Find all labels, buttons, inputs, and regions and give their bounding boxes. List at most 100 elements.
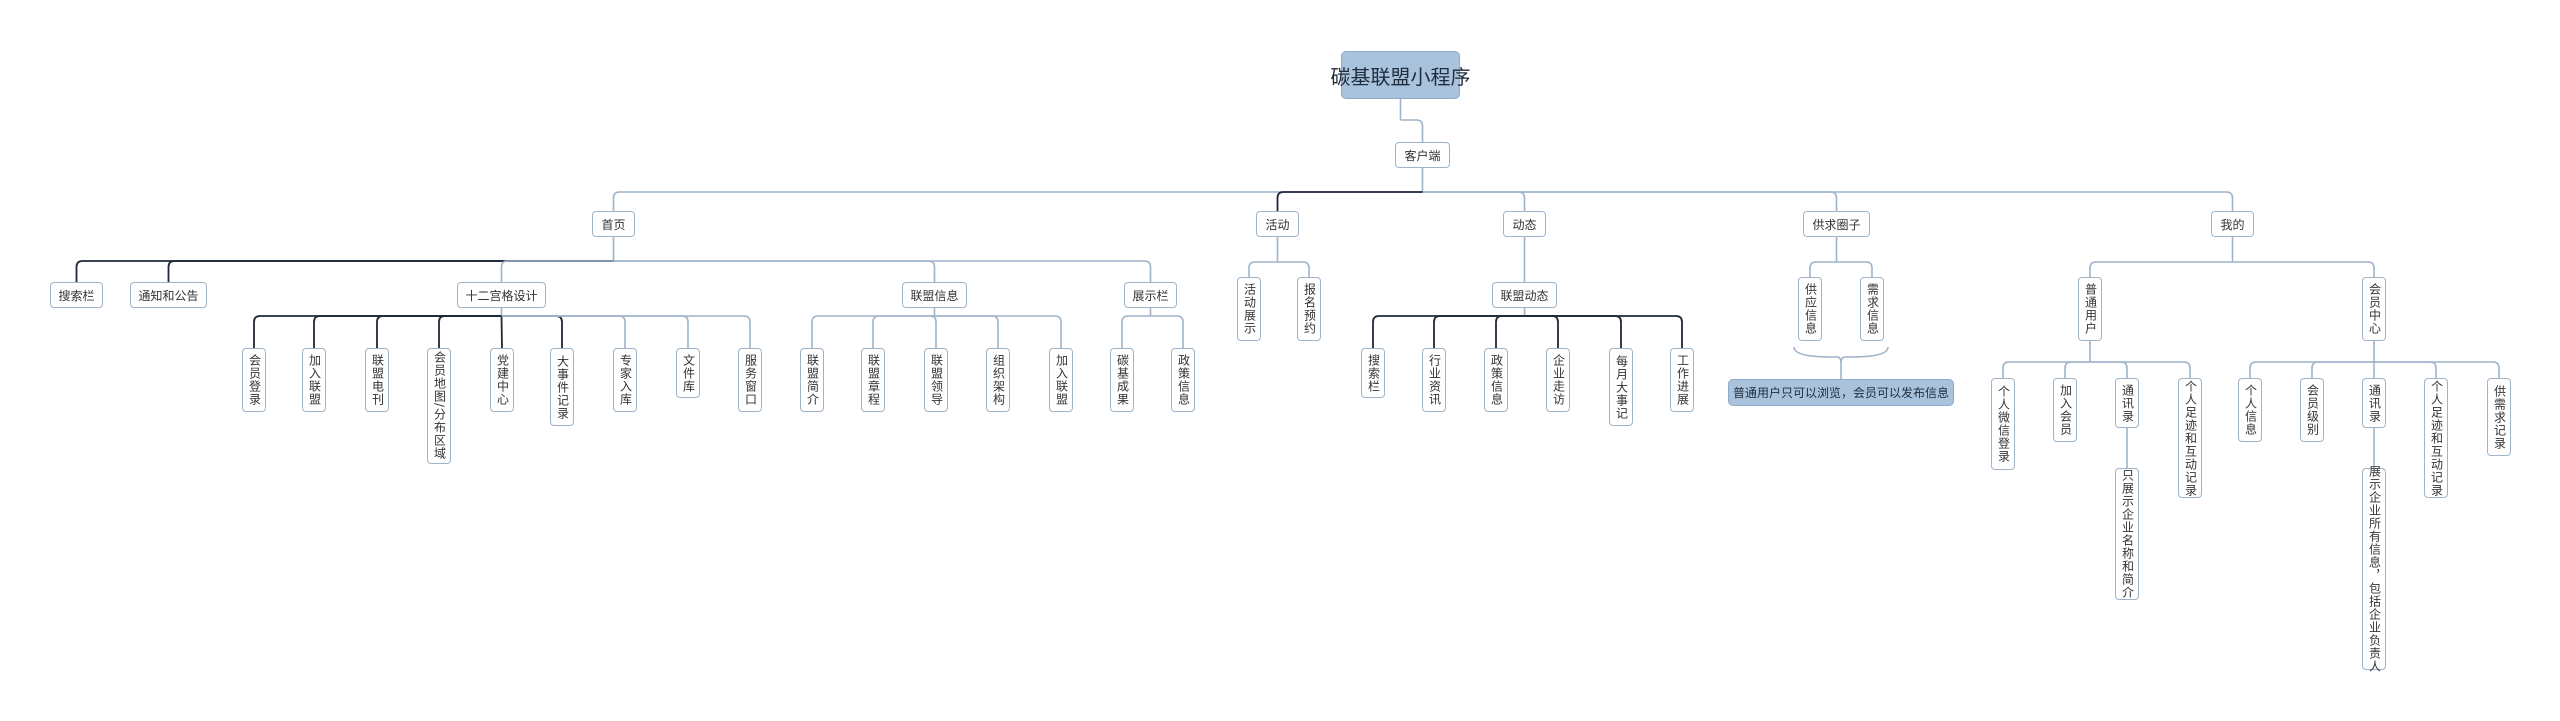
connector-53 — [2064, 361, 2090, 378]
node-palace-member-login[interactable]: 会员登录 — [242, 348, 266, 412]
node-palace-files[interactable]: 文件库 — [676, 348, 700, 398]
node-normal-join[interactable]: 加入会员 — [2053, 378, 2077, 442]
node-home[interactable]: 首页 — [592, 211, 635, 237]
connector-32 — [1150, 315, 1184, 348]
node-palace-party[interactable]: 党建中心 — [490, 348, 514, 412]
connector-26 — [872, 315, 935, 348]
node-mine-member[interactable]: 会员中心 — [2362, 277, 2386, 341]
node-member-directory-detail[interactable]: 展示企业所有信息，包括企业负责人 — [2362, 465, 2386, 673]
node-news-policy[interactable]: 政策信息 — [1484, 348, 1508, 412]
connector-6 — [1422, 191, 1838, 211]
node-normal-wechat-login[interactable]: 个人微信登录 — [1991, 378, 2015, 470]
connector-12 — [613, 260, 936, 282]
connector-40 — [1433, 315, 1525, 348]
node-member-info[interactable]: 个人信息 — [2238, 378, 2262, 442]
connector-16 — [313, 315, 502, 348]
connector-11 — [500, 260, 614, 282]
node-palace-journal[interactable]: 联盟电刊 — [365, 348, 389, 412]
node-palace-events[interactable]: 大事件记录 — [550, 348, 574, 426]
node-member-footprint[interactable]: 个人足迹和互动记录 — [2424, 378, 2448, 498]
connector-49 — [2089, 261, 2233, 277]
node-root[interactable]: 碳基联盟小程序 — [1331, 51, 1471, 99]
node-supply-demand[interactable]: 需求信息 — [1860, 277, 1884, 341]
node-home-showcase[interactable]: 展示栏 — [1124, 282, 1177, 308]
connector-52 — [2002, 361, 2090, 378]
node-info-charter[interactable]: 联盟章程 — [861, 348, 885, 412]
node-home-search[interactable]: 搜索栏 — [50, 282, 103, 308]
connector-27 — [929, 315, 937, 348]
node-client[interactable]: 客户端 — [1395, 142, 1450, 168]
connector-9 — [75, 260, 614, 282]
connector-61 — [2374, 361, 2500, 378]
connector-35 — [1277, 261, 1310, 277]
connector-22 — [501, 315, 689, 348]
node-mine[interactable]: 我的 — [2211, 211, 2254, 237]
node-news-visits[interactable]: 企业走访 — [1546, 348, 1570, 412]
node-palace-service[interactable]: 服务窗口 — [738, 348, 762, 412]
connector-60 — [2374, 361, 2437, 378]
node-dynamics-news[interactable]: 联盟动态 — [1492, 282, 1557, 308]
node-member-level[interactable]: 会员级别 — [2300, 378, 2324, 442]
connector-5 — [1422, 191, 1526, 211]
node-info-leaders[interactable]: 联盟领导 — [924, 348, 948, 412]
connector-1 — [1400, 119, 1424, 142]
connector-50 — [2232, 261, 2375, 277]
connector-28 — [934, 315, 999, 348]
node-activity-display[interactable]: 活动展示 — [1237, 277, 1261, 341]
node-member-directory[interactable]: 通讯录 — [2362, 378, 2386, 428]
node-mine-normal[interactable]: 普通用户 — [2078, 277, 2102, 341]
connector-21 — [501, 315, 626, 348]
connector-20 — [501, 315, 563, 348]
connector-46 — [1809, 261, 1837, 277]
node-activity-signup[interactable]: 报名预约 — [1297, 277, 1321, 341]
node-supply[interactable]: 供求圈子 — [1803, 211, 1870, 237]
connector-41 — [1495, 315, 1525, 348]
node-supply-note[interactable]: 普通用户只可以浏览，会员可以发布信息 — [1728, 379, 1954, 406]
node-info-join[interactable]: 加入联盟 — [1049, 348, 1073, 412]
connector-55 — [2090, 361, 2191, 378]
connector-23 — [501, 315, 751, 348]
node-info-intro[interactable]: 联盟简介 — [800, 348, 824, 412]
node-normal-footprint[interactable]: 个人足迹和互动记录 — [2178, 378, 2202, 498]
node-home-notices[interactable]: 通知和公告 — [130, 282, 207, 308]
connector-3 — [612, 191, 1423, 211]
connector-44 — [1524, 315, 1683, 348]
connector-18 — [438, 315, 502, 348]
node-normal-directory-detail[interactable]: 只展示企业名称和简介 — [2115, 468, 2139, 600]
node-dynamics[interactable]: 动态 — [1503, 211, 1546, 237]
connector-58 — [2311, 361, 2374, 378]
connector-10 — [167, 260, 614, 282]
node-news-monthly[interactable]: 每月大事记 — [1609, 348, 1633, 426]
node-news-industry[interactable]: 行业资讯 — [1422, 348, 1446, 412]
connector-29 — [934, 315, 1062, 348]
connector-47 — [1836, 261, 1873, 277]
connector-19 — [500, 315, 503, 349]
connector-25 — [811, 315, 935, 348]
connector-34 — [1248, 261, 1278, 277]
node-palace-experts[interactable]: 专家入库 — [613, 348, 637, 412]
node-supply-offer[interactable]: 供应信息 — [1798, 277, 1822, 341]
connector-7 — [1422, 191, 2234, 211]
node-palace-join[interactable]: 加入联盟 — [302, 348, 326, 412]
connector-13 — [613, 260, 1152, 282]
node-palace-map[interactable]: 会员地图/分布区域 — [427, 348, 451, 464]
connector-57 — [2249, 361, 2374, 378]
node-activity[interactable]: 活动 — [1256, 211, 1299, 237]
node-showcase-results[interactable]: 碳基成果 — [1110, 348, 1134, 412]
node-home-palace[interactable]: 十二宫格设计 — [457, 282, 546, 308]
connector-54 — [2090, 361, 2128, 378]
connector-15 — [253, 315, 502, 348]
node-normal-directory[interactable]: 通讯录 — [2115, 378, 2139, 428]
connector-64 — [1793, 346, 1889, 364]
node-showcase-policy[interactable]: 政策信息 — [1171, 348, 1195, 412]
connector-31 — [1121, 315, 1151, 348]
connector-17 — [376, 315, 502, 348]
connector-43 — [1524, 315, 1622, 348]
node-info-structure[interactable]: 组织架构 — [986, 348, 1010, 412]
node-home-alliance-info[interactable]: 联盟信息 — [902, 282, 967, 308]
node-member-supply-records[interactable]: 供需求记录 — [2487, 378, 2511, 456]
node-news-progress[interactable]: 工作进展 — [1670, 348, 1694, 412]
node-news-search[interactable]: 搜索栏 — [1361, 348, 1385, 398]
